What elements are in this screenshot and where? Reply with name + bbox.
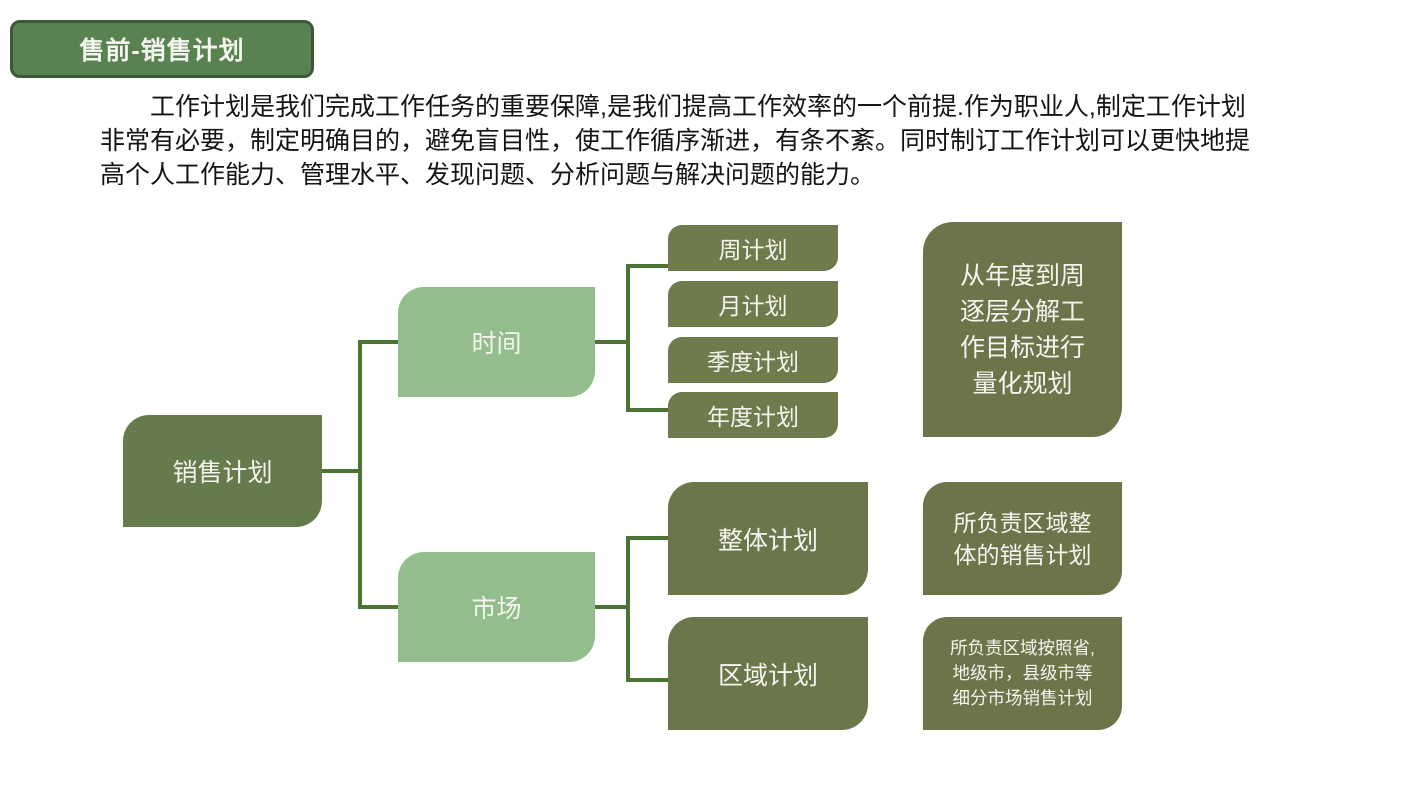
market-branch-label: 市场 bbox=[471, 595, 522, 623]
root-label: 销售计划 bbox=[172, 459, 273, 487]
leaf-box-region-plan: 区域计划 bbox=[668, 617, 868, 730]
slide-title: 售前-销售计划 bbox=[79, 37, 245, 65]
leaf-box-overall-plan: 整体计划 bbox=[668, 482, 868, 595]
overall-plan-label: 整体计划 bbox=[717, 526, 818, 555]
connector-overall-arm bbox=[626, 536, 668, 540]
leaf-box-quarter-plan: 季度计划 bbox=[668, 337, 838, 383]
year-plan-label: 年度计划 bbox=[707, 404, 799, 430]
leaf-box-year-plan: 年度计划 bbox=[668, 392, 838, 438]
connector-time-stub bbox=[595, 340, 628, 344]
connector-time-arm bbox=[358, 340, 398, 344]
branch-box-market: 市场 bbox=[398, 552, 595, 662]
connector-market-arm bbox=[358, 605, 398, 609]
root-box-sales-plan: 销售计划 bbox=[123, 415, 322, 527]
region-plan-label: 区域计划 bbox=[717, 661, 818, 690]
quarter-plan-label: 季度计划 bbox=[707, 349, 799, 375]
connector-region-arm bbox=[626, 678, 668, 682]
leaf-box-week-plan: 周计划 bbox=[668, 225, 838, 271]
connector-main-vertical bbox=[358, 340, 362, 609]
leaf-box-month-plan: 月计划 bbox=[668, 281, 838, 327]
time-branch-label: 时间 bbox=[471, 330, 522, 358]
slide-title-box: 售前-销售计划 bbox=[10, 20, 314, 78]
branch-box-time: 时间 bbox=[398, 287, 595, 397]
week-plan-label: 周计划 bbox=[718, 237, 788, 263]
note-box-region-plan: 所负责区域按照省, 地级市，县级市等 细分市场销售计划 bbox=[923, 617, 1122, 730]
connector-market-vertical bbox=[626, 536, 630, 682]
note-box-time: 从年度到周 逐层分解工 作目标进行 量化规划 bbox=[923, 222, 1122, 437]
intro-paragraph: 工作计划是我们完成工作任务的重要保障,是我们提高工作效率的一个前提.作为职业人,… bbox=[100, 93, 1251, 189]
connector-market-stub bbox=[595, 605, 628, 609]
note-box-overall-plan: 所负责区域整 体的销售计划 bbox=[923, 482, 1122, 595]
connector-week-arm bbox=[626, 264, 668, 268]
connector-time-vertical bbox=[626, 264, 630, 412]
month-plan-label: 月计划 bbox=[718, 293, 788, 319]
connector-year-arm bbox=[626, 408, 668, 412]
connector-root-stub bbox=[322, 469, 360, 473]
